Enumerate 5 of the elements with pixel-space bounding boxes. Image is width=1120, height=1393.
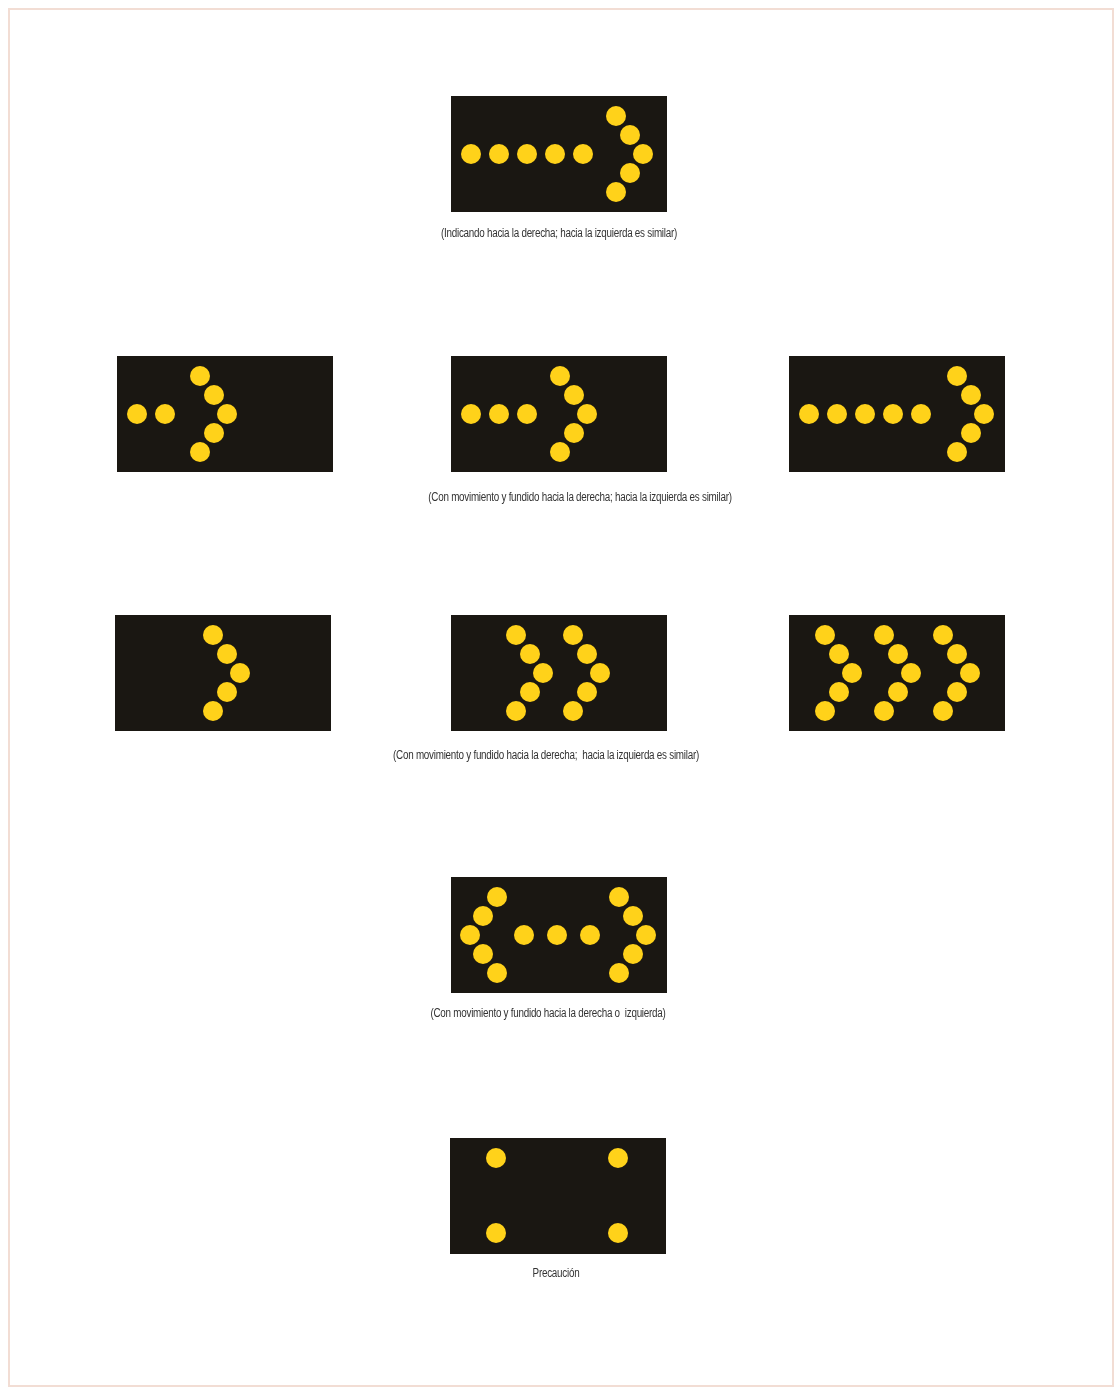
caption: (Con movimiento y fundido hacia la derecha o izquierda) [430,1006,666,1020]
caption: (Con movimiento y fundido hacia la derecha; hacia la izquierda es similar) [393,748,699,762]
caption: Precaución [532,1266,580,1280]
caption: (Indicando hacia la derecha; hacia la izquierda es similar) [441,226,677,240]
caption: (Con movimiento y fundido hacia la derecha; hacia la izquierda es similar) [428,490,732,504]
